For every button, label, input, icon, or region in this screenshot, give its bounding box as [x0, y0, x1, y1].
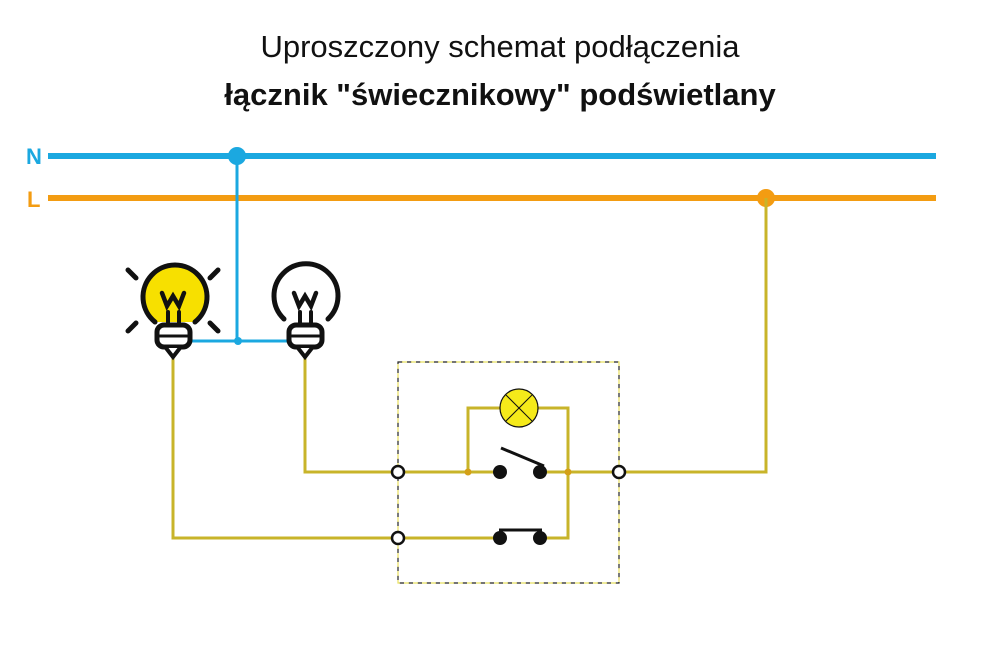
- title-line-1: Uproszczony schemat podłączenia: [260, 29, 740, 64]
- bulb1-wire: [171, 356, 398, 540]
- indicator-lamp-icon: [499, 388, 539, 428]
- switch-box: [397, 361, 620, 584]
- switch-contact-upper[interactable]: [493, 446, 547, 479]
- bulb-off-icon: [271, 261, 341, 361]
- switch-internal-wiring: [398, 406, 619, 540]
- live-to-switch-wire: [619, 198, 768, 474]
- terminal-l1: [390, 464, 406, 480]
- terminal-l2: [390, 530, 406, 546]
- bulb-on-icon: [125, 262, 221, 361]
- terminal-l: [611, 464, 627, 480]
- junction-left: [464, 468, 472, 476]
- neutral-bulb-junction: [234, 337, 242, 345]
- label-neutral: N: [26, 144, 42, 169]
- bulb2-wire: [303, 356, 398, 474]
- label-live: L: [27, 187, 40, 212]
- title-line-2: łącznik "świecznikowy" podświetlany: [224, 77, 776, 112]
- switch-contact-lower[interactable]: [493, 528, 547, 545]
- junction-right: [564, 468, 572, 476]
